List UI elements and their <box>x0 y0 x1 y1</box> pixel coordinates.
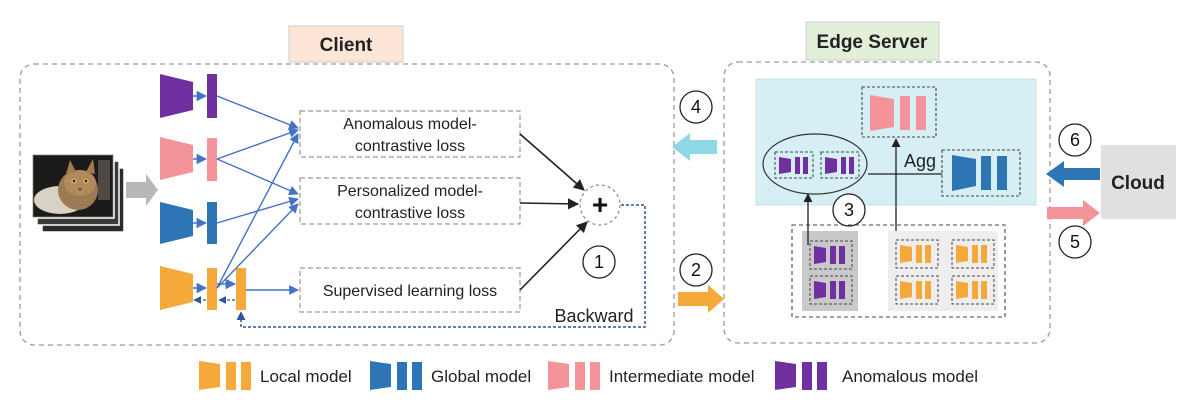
legend-anomalous: Anomalous model <box>775 361 978 390</box>
edge-title-box <box>805 21 940 61</box>
anomalous-loss-line1: Anomalous model- <box>343 116 476 133</box>
backward-label: Backward <box>554 306 633 326</box>
client-frame <box>19 63 675 346</box>
step-3-marker: 3 <box>832 193 866 227</box>
personalized-loss-line2: contrastive loss <box>355 205 465 222</box>
feature-connectors <box>216 95 299 295</box>
edge-title: Edge Server <box>817 32 928 53</box>
legend-global-label: Global model <box>431 367 531 386</box>
step-1-marker: 1 <box>582 245 616 279</box>
edge-server-section: Edge Server <box>723 21 1051 344</box>
input-arrow <box>126 174 158 206</box>
step-4-number: 4 <box>691 97 701 117</box>
client-global-model <box>160 202 217 244</box>
client-intermediate-model <box>160 137 217 181</box>
uploaded-anomalous-group <box>802 193 858 311</box>
input-image-stack <box>31 153 125 233</box>
edge-anomalous-ellipse <box>762 133 868 195</box>
personalized-loss-line1: Personalized model- <box>337 183 483 200</box>
legend: Local model Global model Intermediate mo… <box>199 361 978 390</box>
loss-to-sum-arrows <box>519 133 588 291</box>
anomalous-loss-line2: contrastive loss <box>355 138 465 155</box>
step-6-number: 6 <box>1070 130 1080 150</box>
legend-intermediate-label: Intermediate model <box>609 367 755 386</box>
cloud-box <box>1101 145 1176 219</box>
step-5-number: 5 <box>1070 232 1080 252</box>
cloud-title: Cloud <box>1111 173 1165 194</box>
client-title: Client <box>320 35 373 56</box>
cloud-section: Cloud 6 5 <box>1046 123 1176 259</box>
client-local-model <box>160 266 246 310</box>
sum-symbol: + <box>592 189 608 220</box>
legend-intermediate: Intermediate model <box>548 361 755 390</box>
legend-global: Global model <box>370 361 531 390</box>
agg-label: Agg <box>904 151 936 171</box>
supervised-loss-box: Supervised learning loss <box>299 267 521 313</box>
uploaded-models-frame <box>791 224 1006 318</box>
agg-connector: Agg <box>868 138 942 240</box>
sum-node: + <box>579 184 621 226</box>
cloud-down-arrow-6: 6 <box>1046 123 1100 187</box>
edge-intermediate-model <box>861 86 937 138</box>
anomalous-loss-box: Anomalous model- contrastive loss <box>299 110 521 158</box>
upload-arrow-2: 2 <box>678 253 724 313</box>
edge-global-model <box>941 149 1021 197</box>
cloud-up-arrow-5: 5 <box>1047 200 1100 259</box>
step-2-number: 2 <box>691 260 701 280</box>
uploaded-local-group <box>888 231 998 311</box>
client-title-box <box>288 25 404 63</box>
download-arrow-4: 4 <box>672 90 717 161</box>
client-anomalous-model <box>160 74 217 118</box>
step-1-number: 1 <box>594 252 604 272</box>
legend-anomalous-label: Anomalous model <box>842 367 978 386</box>
backward-path <box>236 204 646 328</box>
edge-frame <box>723 61 1051 344</box>
supervised-loss-label: Supervised learning loss <box>323 283 497 300</box>
legend-local-label: Local model <box>260 367 352 386</box>
cat-image <box>34 159 110 214</box>
legend-local: Local model <box>199 361 352 390</box>
step-3-number: 3 <box>844 200 854 220</box>
client-section: Client <box>19 25 675 346</box>
personalized-loss-box: Personalized model- contrastive loss <box>299 177 521 225</box>
